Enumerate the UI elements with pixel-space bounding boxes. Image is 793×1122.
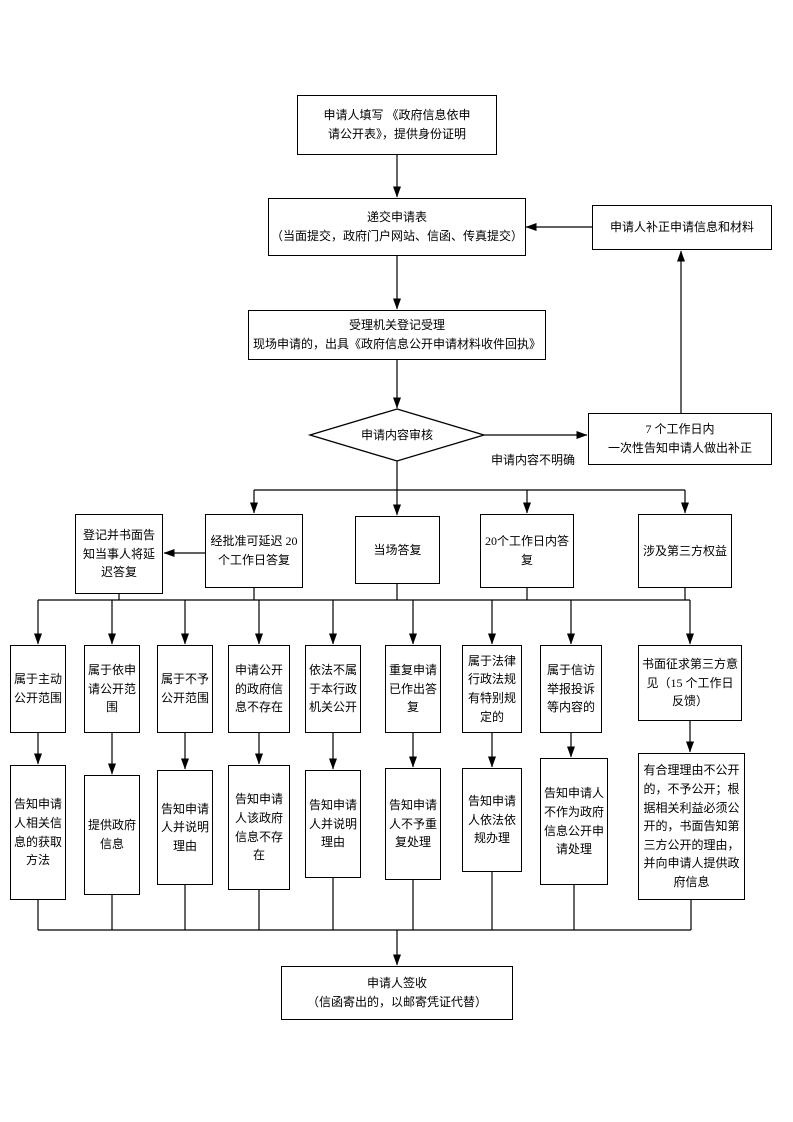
- node-case-on-request-disclosure: 属于依申请公开范围: [84, 645, 140, 733]
- node-seven-working-days: 7 个工作日内 一次性告知申请人做出补正: [588, 413, 772, 465]
- decision-content-review-label: 申请内容审核: [360, 428, 433, 442]
- node-case-info-not-exist: 申请公开的政府信息不存在: [228, 645, 290, 733]
- node-third-party-rights: 涉及第三方权益: [638, 514, 732, 588]
- node-result-no-repeat-handling: 告知申请人不予重复处理: [385, 768, 441, 880]
- node-applicant-fill-form: 申请人填写 《政府信息依申 请公开表》，提供身份证明: [297, 95, 497, 155]
- node-applicant-sign: 申请人签收 （信函寄出的，以邮寄凭证代替）: [281, 966, 513, 1020]
- node-result-third-party-decision: 有合理理由不公开的，不予公开；根据相关利益必须公开的，书面告知第三方公开的理由，…: [638, 753, 745, 900]
- node-case-special-regulation: 属于法律行政法规有特别规定的: [462, 645, 522, 733]
- node-result-not-treated-as-request: 告知申请人不作为政府信息公开申请处理: [540, 758, 608, 885]
- node-reply-on-spot: 当场答复: [355, 516, 440, 584]
- node-registration-acceptance: 受理机关登记受理 现场申请的，出具《政府信息公开申请材料收件回执》: [248, 310, 546, 360]
- node-case-petition-complaint: 属于信访举报投诉等内容的: [540, 645, 602, 733]
- node-case-consult-third-party: 书面征求第三方意见（15 个工作日反馈）: [638, 645, 742, 721]
- node-result-inform-with-reason-2: 告知申请人并说明理由: [305, 770, 361, 878]
- node-reply-within-20-days: 20个工作日内答复: [480, 514, 574, 588]
- node-submit-application: 递交申请表 （当面提交，政府门户网站、信函、传真提交）: [268, 198, 526, 256]
- node-case-active-disclosure: 属于主动公开范围: [10, 645, 66, 733]
- node-result-info-not-exist: 告知申请人该政府信息不存在: [228, 765, 290, 890]
- node-supplement-correction: 申请人补正申请信息和材料: [592, 205, 772, 250]
- node-approved-delay-20-days: 经批准可延迟 20 个工作日答复: [205, 514, 303, 588]
- node-register-notify-delay: 登记并书面告知当事人将延迟答复: [75, 514, 163, 594]
- node-case-not-this-agency: 依法不属于本行政机关公开: [305, 645, 361, 733]
- node-case-non-disclosure: 属于不予公开范围: [157, 645, 213, 733]
- node-result-inform-with-reason: 告知申请人并说明理由: [157, 770, 213, 885]
- node-result-inform-how-to-obtain: 告知申请人相关信息的获取方法: [10, 765, 66, 900]
- node-case-repeated-request: 重复申请已作出答复: [385, 645, 441, 733]
- label-content-unclear: 申请内容不明确: [490, 453, 575, 467]
- node-result-handle-per-law: 告知申请人依法依规办理: [462, 768, 522, 872]
- node-result-provide-info: 提供政府信息: [84, 775, 140, 895]
